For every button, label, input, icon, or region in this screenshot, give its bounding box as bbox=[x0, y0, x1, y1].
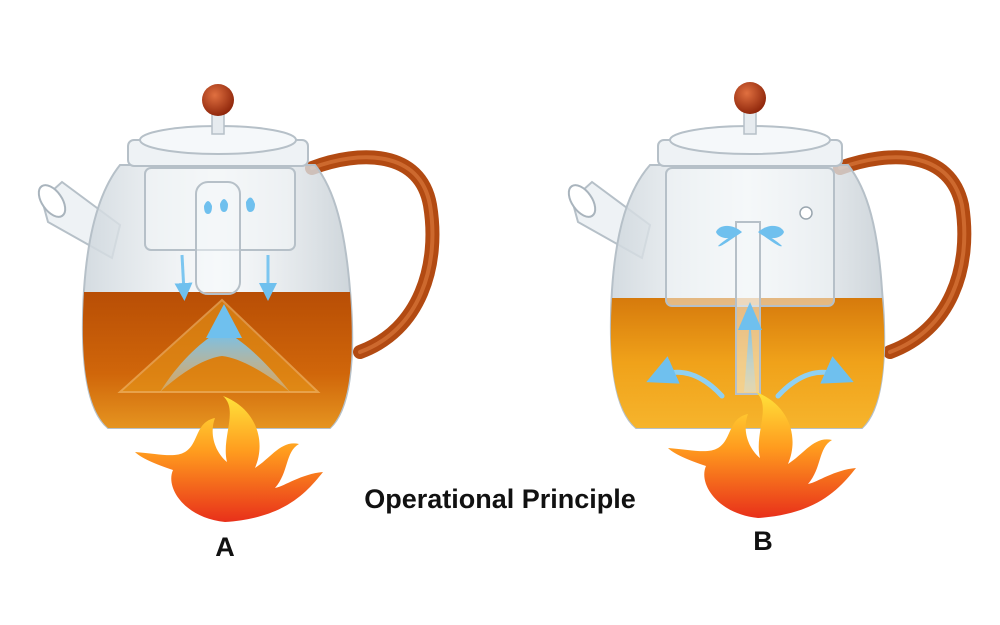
teapot-a-icon bbox=[37, 84, 440, 429]
flame-icon bbox=[668, 392, 856, 518]
flame-icon bbox=[135, 396, 323, 522]
teapot-b-icon bbox=[567, 82, 972, 429]
knob-b bbox=[734, 82, 766, 114]
flow-arrow-icon bbox=[160, 254, 290, 392]
panel-label-b: B bbox=[753, 526, 773, 556]
panel-label-a: A bbox=[215, 532, 235, 562]
water-drop-icon bbox=[204, 197, 255, 214]
diagram-title: Operational Principle bbox=[364, 484, 636, 514]
knob-a bbox=[202, 84, 234, 116]
water-drop-icon bbox=[716, 225, 784, 247]
flow-arrow-icon bbox=[646, 302, 854, 399]
